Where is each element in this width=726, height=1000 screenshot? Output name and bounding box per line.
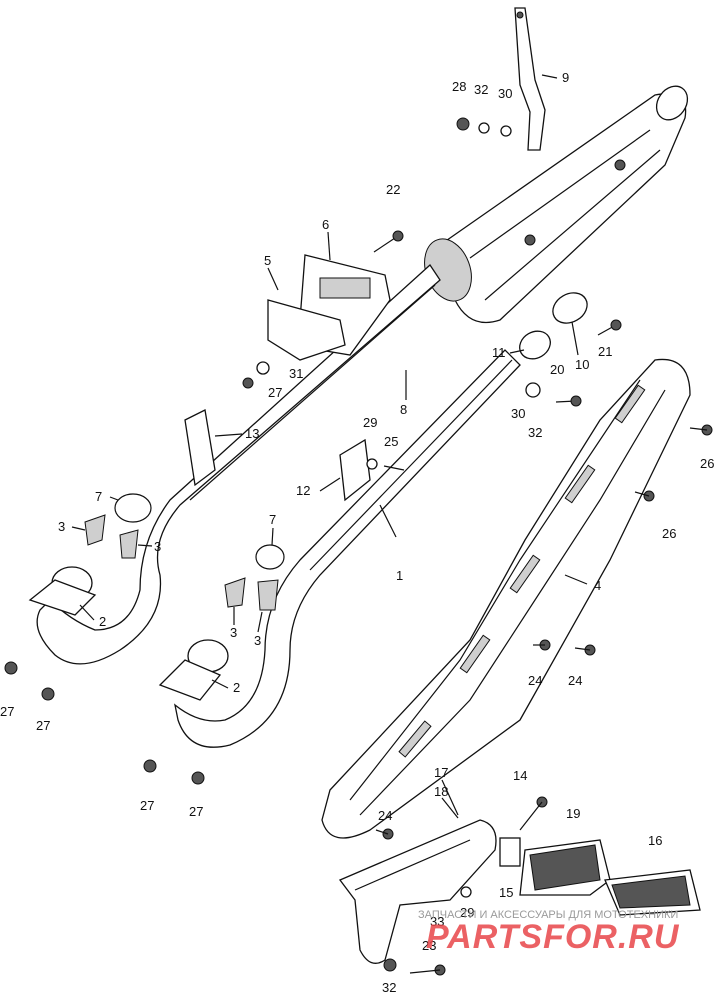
- fasteners: [4, 117, 713, 976]
- collet-parts: [84, 514, 279, 611]
- callout-20: 20: [550, 362, 564, 377]
- callout-32a: 32: [474, 82, 488, 97]
- callout-30b: 30: [511, 406, 525, 421]
- callout-27c: 27: [36, 718, 50, 733]
- exhaust-flange-right: [158, 639, 229, 701]
- watermark-caption: ЗАПЧАСТИ И АКСЕССУАРЫ ДЛЯ МОТОТЕХНИКИ: [418, 909, 678, 921]
- heat-shield: [321, 358, 691, 839]
- callout-21: 21: [598, 344, 612, 359]
- callout-31: 31: [289, 366, 303, 381]
- callout-27b: 27: [0, 704, 14, 719]
- watermark: ЗАПЧАСТИ И АКСЕССУАРЫ ДЛЯ МОТОТЕХНИКИ PA…: [418, 909, 680, 956]
- callout-24a: 24: [528, 673, 542, 688]
- callout-labels: 1 2 2 3 3 3 3 4 5 6 7 7 8 9 10 11 12 13 …: [0, 70, 714, 995]
- footrest-assembly: [338, 819, 701, 964]
- callout-14: 14: [513, 768, 527, 783]
- callout-12: 12: [296, 483, 310, 498]
- upper-exhaust-pipe: [36, 264, 441, 665]
- callout-24c: 24: [378, 808, 392, 823]
- callout-7a: 7: [95, 489, 102, 504]
- callout-23: 23: [422, 938, 436, 953]
- watermark-brand: PARTSFOR.RU: [426, 918, 680, 956]
- callout-22: 22: [386, 182, 400, 197]
- callout-27d: 27: [140, 798, 154, 813]
- callout-3c: 3: [230, 625, 237, 640]
- callout-4: 4: [594, 578, 601, 593]
- callout-33: 33: [430, 914, 444, 929]
- leader-lines: [71, 74, 588, 819]
- muffler-body: [424, 85, 689, 324]
- callout-26a: 26: [700, 456, 714, 471]
- callout-6: 6: [322, 217, 329, 232]
- callout-16: 16: [648, 833, 662, 848]
- callout-17: 17: [434, 765, 448, 780]
- lower-exhaust-pipe: [174, 349, 521, 748]
- callout-19: 19: [566, 806, 580, 821]
- callout-3b: 3: [154, 539, 161, 554]
- callout-29a: 29: [363, 415, 377, 430]
- callout-18: 18: [434, 784, 448, 799]
- callout-27e: 27: [189, 804, 203, 819]
- joint-clamps: [184, 292, 588, 502]
- callout-26b: 26: [662, 526, 676, 541]
- callout-11: 11: [492, 345, 506, 360]
- callout-2a: 2: [99, 614, 106, 629]
- callout-32c: 32: [382, 980, 396, 995]
- callout-5: 5: [264, 253, 271, 268]
- callout-30a: 30: [498, 86, 512, 101]
- callout-13: 13: [245, 426, 259, 441]
- callout-25: 25: [384, 434, 398, 449]
- muffler-bracket: [514, 7, 546, 151]
- callout-8: 8: [400, 402, 407, 417]
- exhaust-gaskets: [114, 493, 285, 570]
- callout-27a: 27: [268, 385, 282, 400]
- callout-2b: 2: [233, 680, 240, 695]
- callout-3d: 3: [254, 633, 261, 648]
- callout-24b: 24: [568, 673, 582, 688]
- callout-15: 15: [499, 885, 513, 900]
- callout-28: 28: [452, 79, 466, 94]
- callout-9: 9: [562, 70, 569, 85]
- callout-10: 10: [575, 357, 589, 372]
- callout-29b: 29: [460, 905, 474, 920]
- callout-1: 1: [396, 568, 403, 583]
- exhaust-clamp-set: [267, 254, 391, 361]
- callout-3a: 3: [58, 519, 65, 534]
- exhaust-flange-left: [28, 566, 97, 616]
- callout-32b: 32: [528, 425, 542, 440]
- callout-7b: 7: [269, 512, 276, 527]
